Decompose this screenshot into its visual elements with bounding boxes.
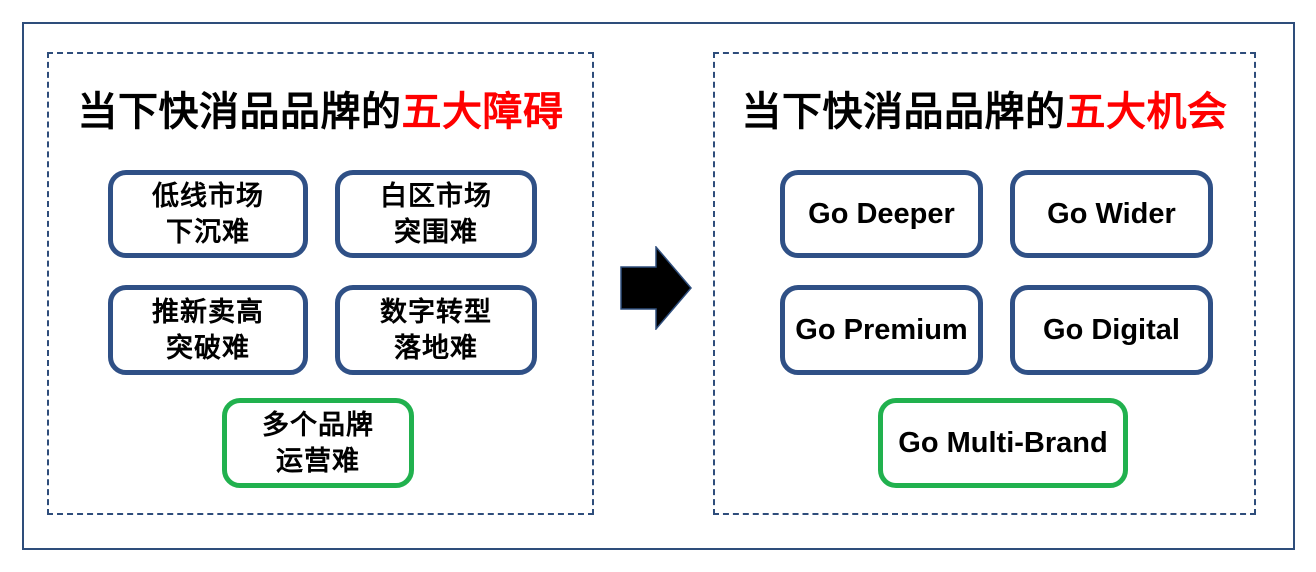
barriers-title-prefix: 当下快消品品牌的 xyxy=(77,90,402,134)
barriers-panel-title: 当下快消品品牌的五大障碍 xyxy=(47,88,594,136)
opportunity-box-label: Go Wider xyxy=(1047,198,1176,230)
opportunities-title-highlight: 五大机会 xyxy=(1065,90,1228,134)
barrier-box-label: 运营难 xyxy=(276,446,360,476)
barrier-box-label: 白区市场 xyxy=(380,181,492,211)
barrier-box-label: 多个品牌 xyxy=(262,410,374,440)
barrier-box-label: 低线市场 xyxy=(152,181,264,211)
opportunity-box-go-wider: Go Wider xyxy=(1010,170,1213,258)
opportunity-box-label: Go Premium xyxy=(795,314,968,346)
barrier-box-label: 推新卖高 xyxy=(152,297,264,327)
barrier-box-digital-transformation: 数字转型 落地难 xyxy=(335,285,537,375)
right-block-arrow-icon xyxy=(620,246,692,330)
barrier-box-label: 落地难 xyxy=(394,333,478,363)
opportunity-box-go-premium: Go Premium xyxy=(780,285,983,375)
opportunity-box-label: Go Deeper xyxy=(808,198,955,230)
opportunity-box-go-deeper: Go Deeper xyxy=(780,170,983,258)
opportunity-box-go-multi-brand: Go Multi-Brand xyxy=(878,398,1128,488)
opportunities-panel xyxy=(713,52,1256,515)
barrier-box-multi-brand: 多个品牌 运营难 xyxy=(222,398,414,488)
barrier-box-label: 下沉难 xyxy=(166,217,250,247)
barriers-title-highlight: 五大障碍 xyxy=(401,90,564,134)
opportunity-box-label: Go Digital xyxy=(1043,314,1180,346)
barrier-box-label: 数字转型 xyxy=(380,297,492,327)
barrier-box-white-space-market: 白区市场 突围难 xyxy=(335,170,537,258)
barrier-box-label: 突破难 xyxy=(166,333,250,363)
barrier-box-premium-innovation: 推新卖高 突破难 xyxy=(108,285,308,375)
opportunities-panel-title: 当下快消品品牌的五大机会 xyxy=(713,88,1256,136)
opportunities-title-prefix: 当下快消品品牌的 xyxy=(741,90,1066,134)
barrier-box-low-tier-market: 低线市场 下沉难 xyxy=(108,170,308,258)
barrier-box-label: 突围难 xyxy=(394,217,478,247)
opportunity-box-label: Go Multi-Brand xyxy=(898,427,1108,459)
opportunity-box-go-digital: Go Digital xyxy=(1010,285,1213,375)
transition-arrow xyxy=(620,246,692,330)
